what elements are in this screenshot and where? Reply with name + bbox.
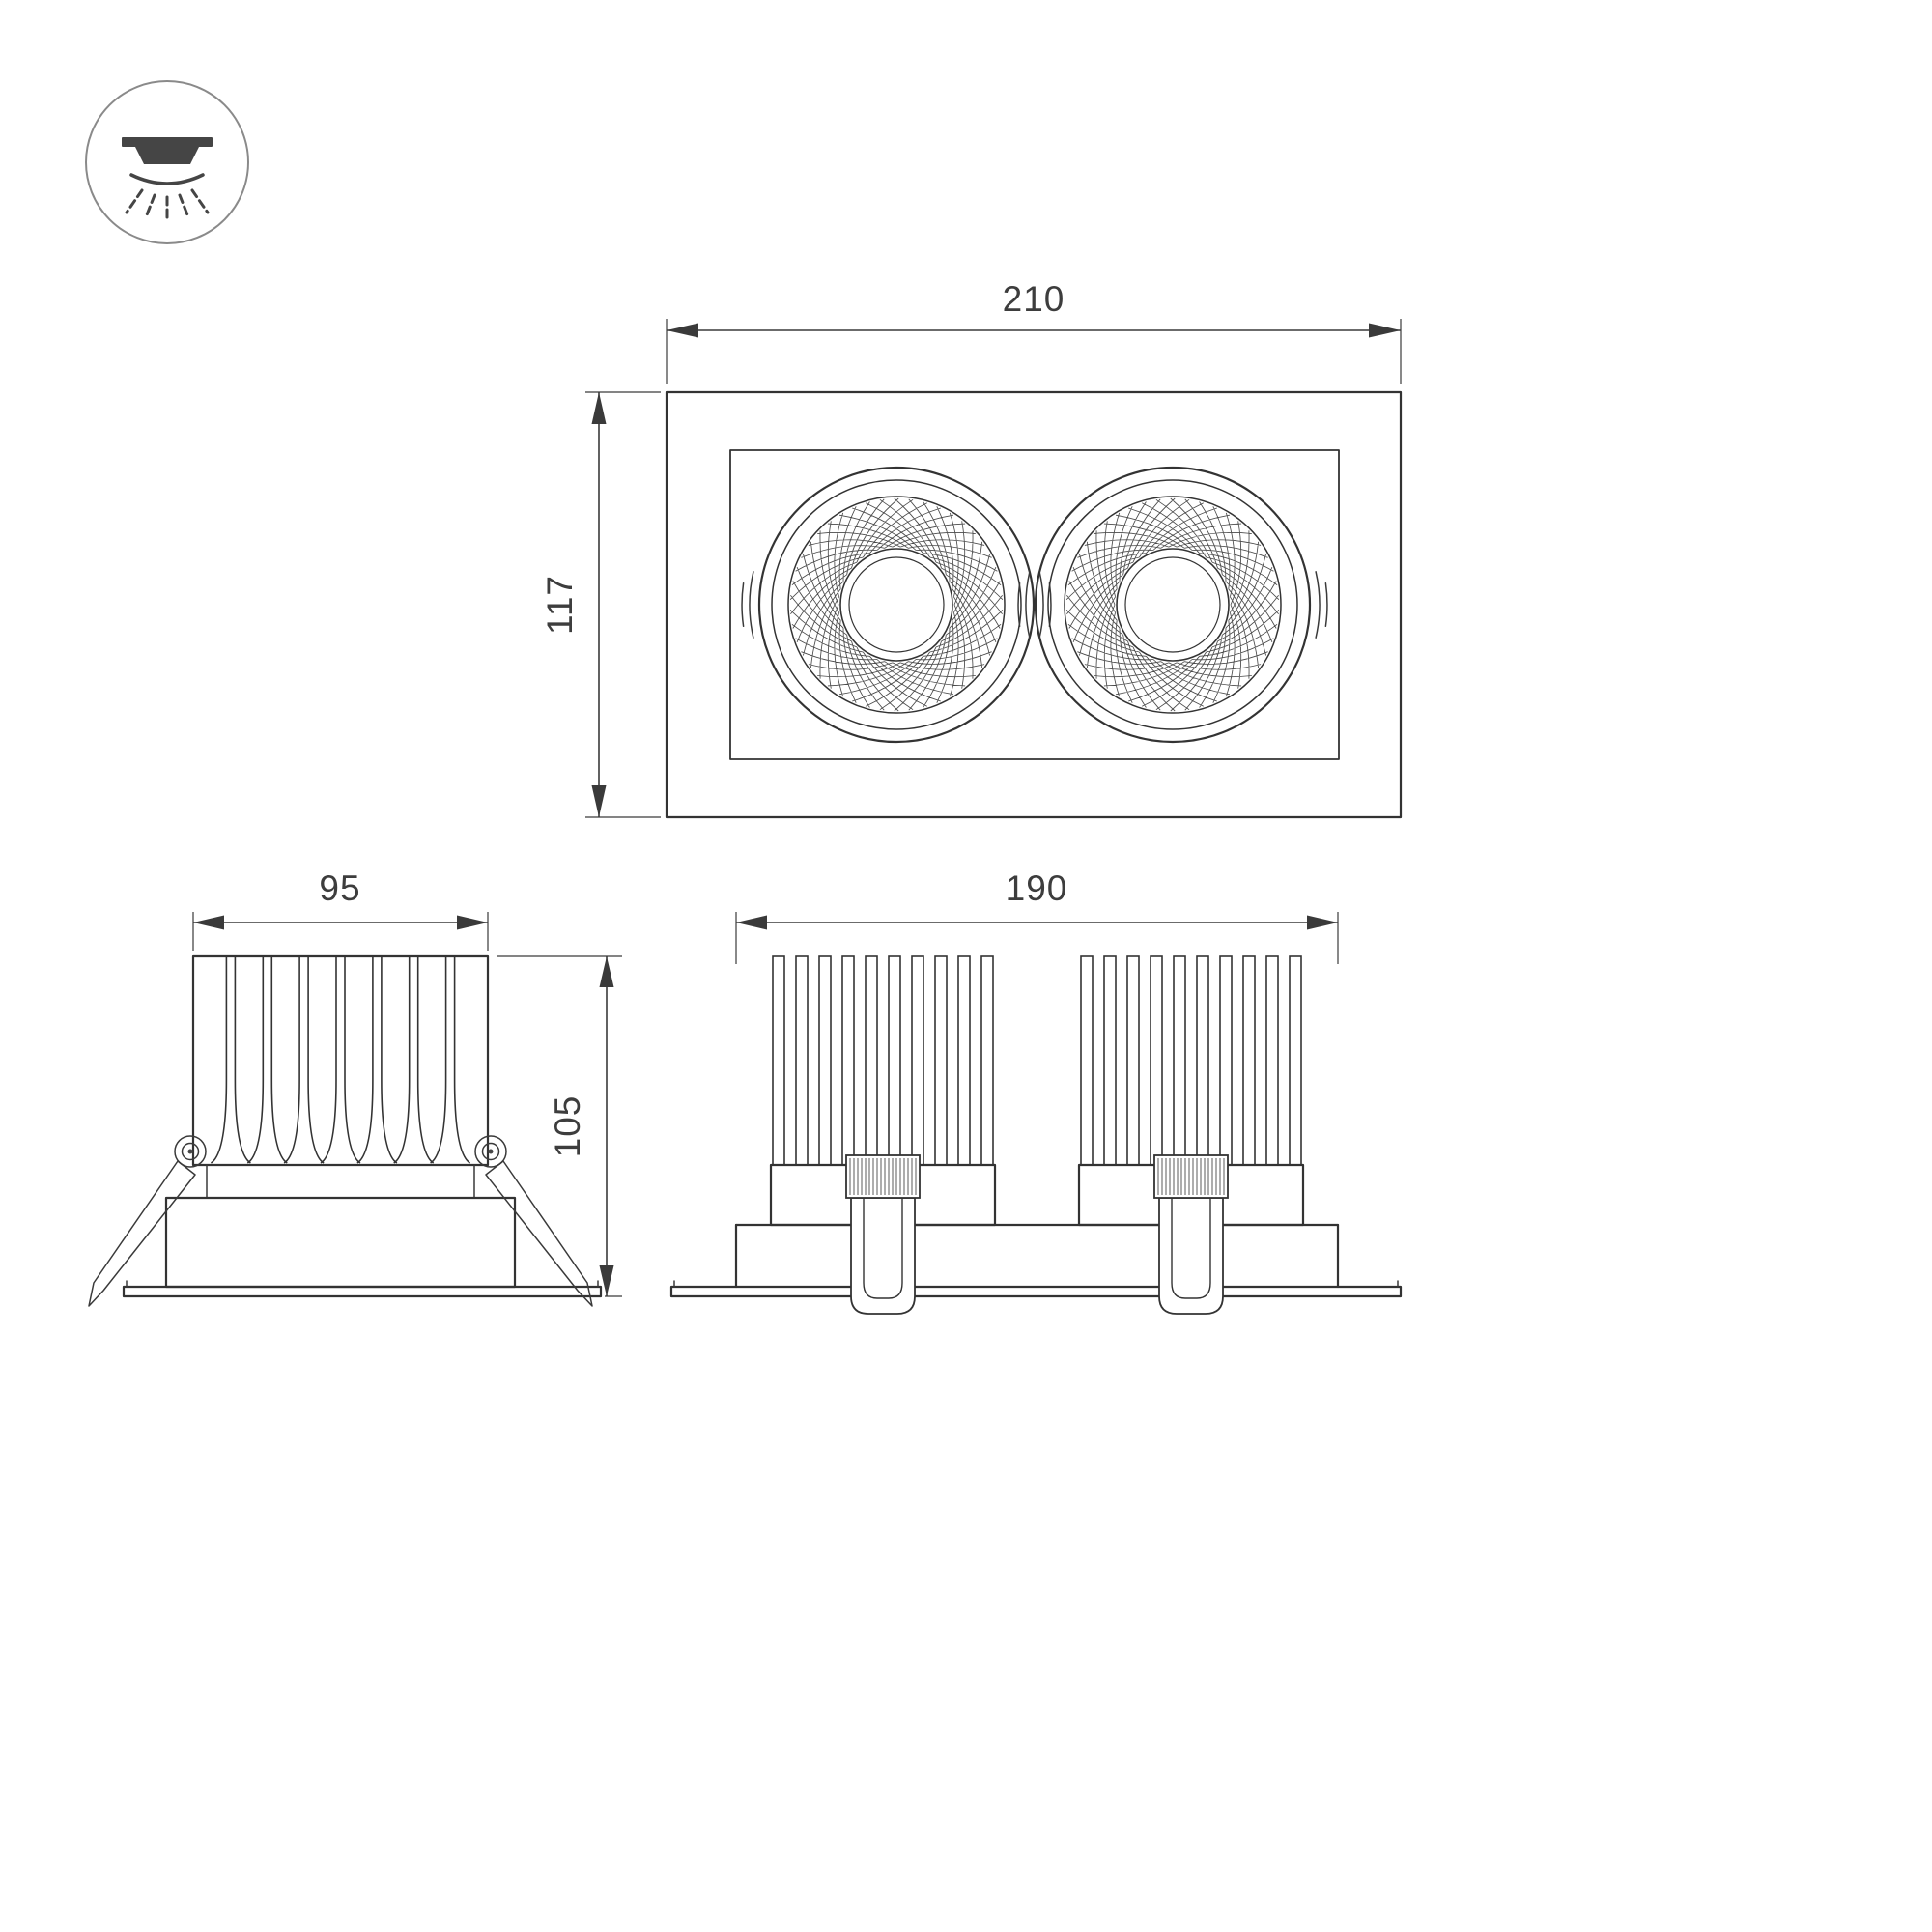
dim-side-width: 95 (192, 868, 489, 951)
mounting-clip-right (1153, 1154, 1229, 1315)
dim-label-front-width: 210 (1003, 279, 1065, 319)
side-heatsink-fins (210, 956, 471, 1164)
dim-arrow-right (1307, 915, 1338, 930)
dim-lower-width: 190 (735, 868, 1339, 964)
side-spring-clip-left (88, 1160, 196, 1307)
dim-arrow-left (193, 915, 224, 930)
front-outer-frame (665, 390, 1403, 819)
side-flange (122, 1285, 603, 1298)
front-view (665, 390, 1403, 819)
dim-label-side-height: 105 (548, 1095, 587, 1158)
icon-lens-arc (129, 173, 205, 185)
dim-arrow-top (599, 956, 614, 987)
dim-arrow-left (736, 915, 767, 930)
lamp-left (741, 466, 1052, 744)
lower-front-view (669, 955, 1403, 1315)
dim-front-height: 117 (540, 391, 661, 818)
dim-arrow-top (591, 392, 607, 424)
icon-lamp-body (135, 147, 199, 164)
dim-label-side-width: 95 (319, 868, 360, 908)
dim-arrow-right (457, 915, 488, 930)
recessed-downlight-ceiling-icon (85, 80, 249, 244)
icon-light-rays (125, 188, 210, 222)
dim-front-width: 210 (666, 279, 1402, 384)
icon-ceiling-bar (122, 137, 213, 147)
lower-flange (669, 1285, 1403, 1298)
side-view (88, 954, 603, 1307)
dim-arrow-bottom (591, 785, 607, 817)
mounting-clip-left (845, 1154, 921, 1315)
module-fins-left (772, 955, 994, 1166)
dim-label-lower-width: 190 (1006, 868, 1068, 908)
dim-side-height: 105 (497, 955, 622, 1297)
side-heatsink (191, 954, 490, 1167)
side-spring-clip-right (485, 1160, 593, 1307)
dim-arrow-left (667, 323, 698, 338)
side-trim-box (164, 1196, 517, 1289)
dim-arrow-bottom (599, 1265, 614, 1296)
dim-arrow-right (1369, 323, 1401, 338)
side-pivot-right (474, 1135, 507, 1168)
side-pivot-left (174, 1135, 207, 1168)
lamp-right (1017, 466, 1328, 744)
icon-circle (85, 80, 249, 244)
front-inner-frame (729, 449, 1340, 760)
dim-label-front-height: 117 (540, 575, 580, 635)
module-fins-right (1080, 955, 1302, 1166)
